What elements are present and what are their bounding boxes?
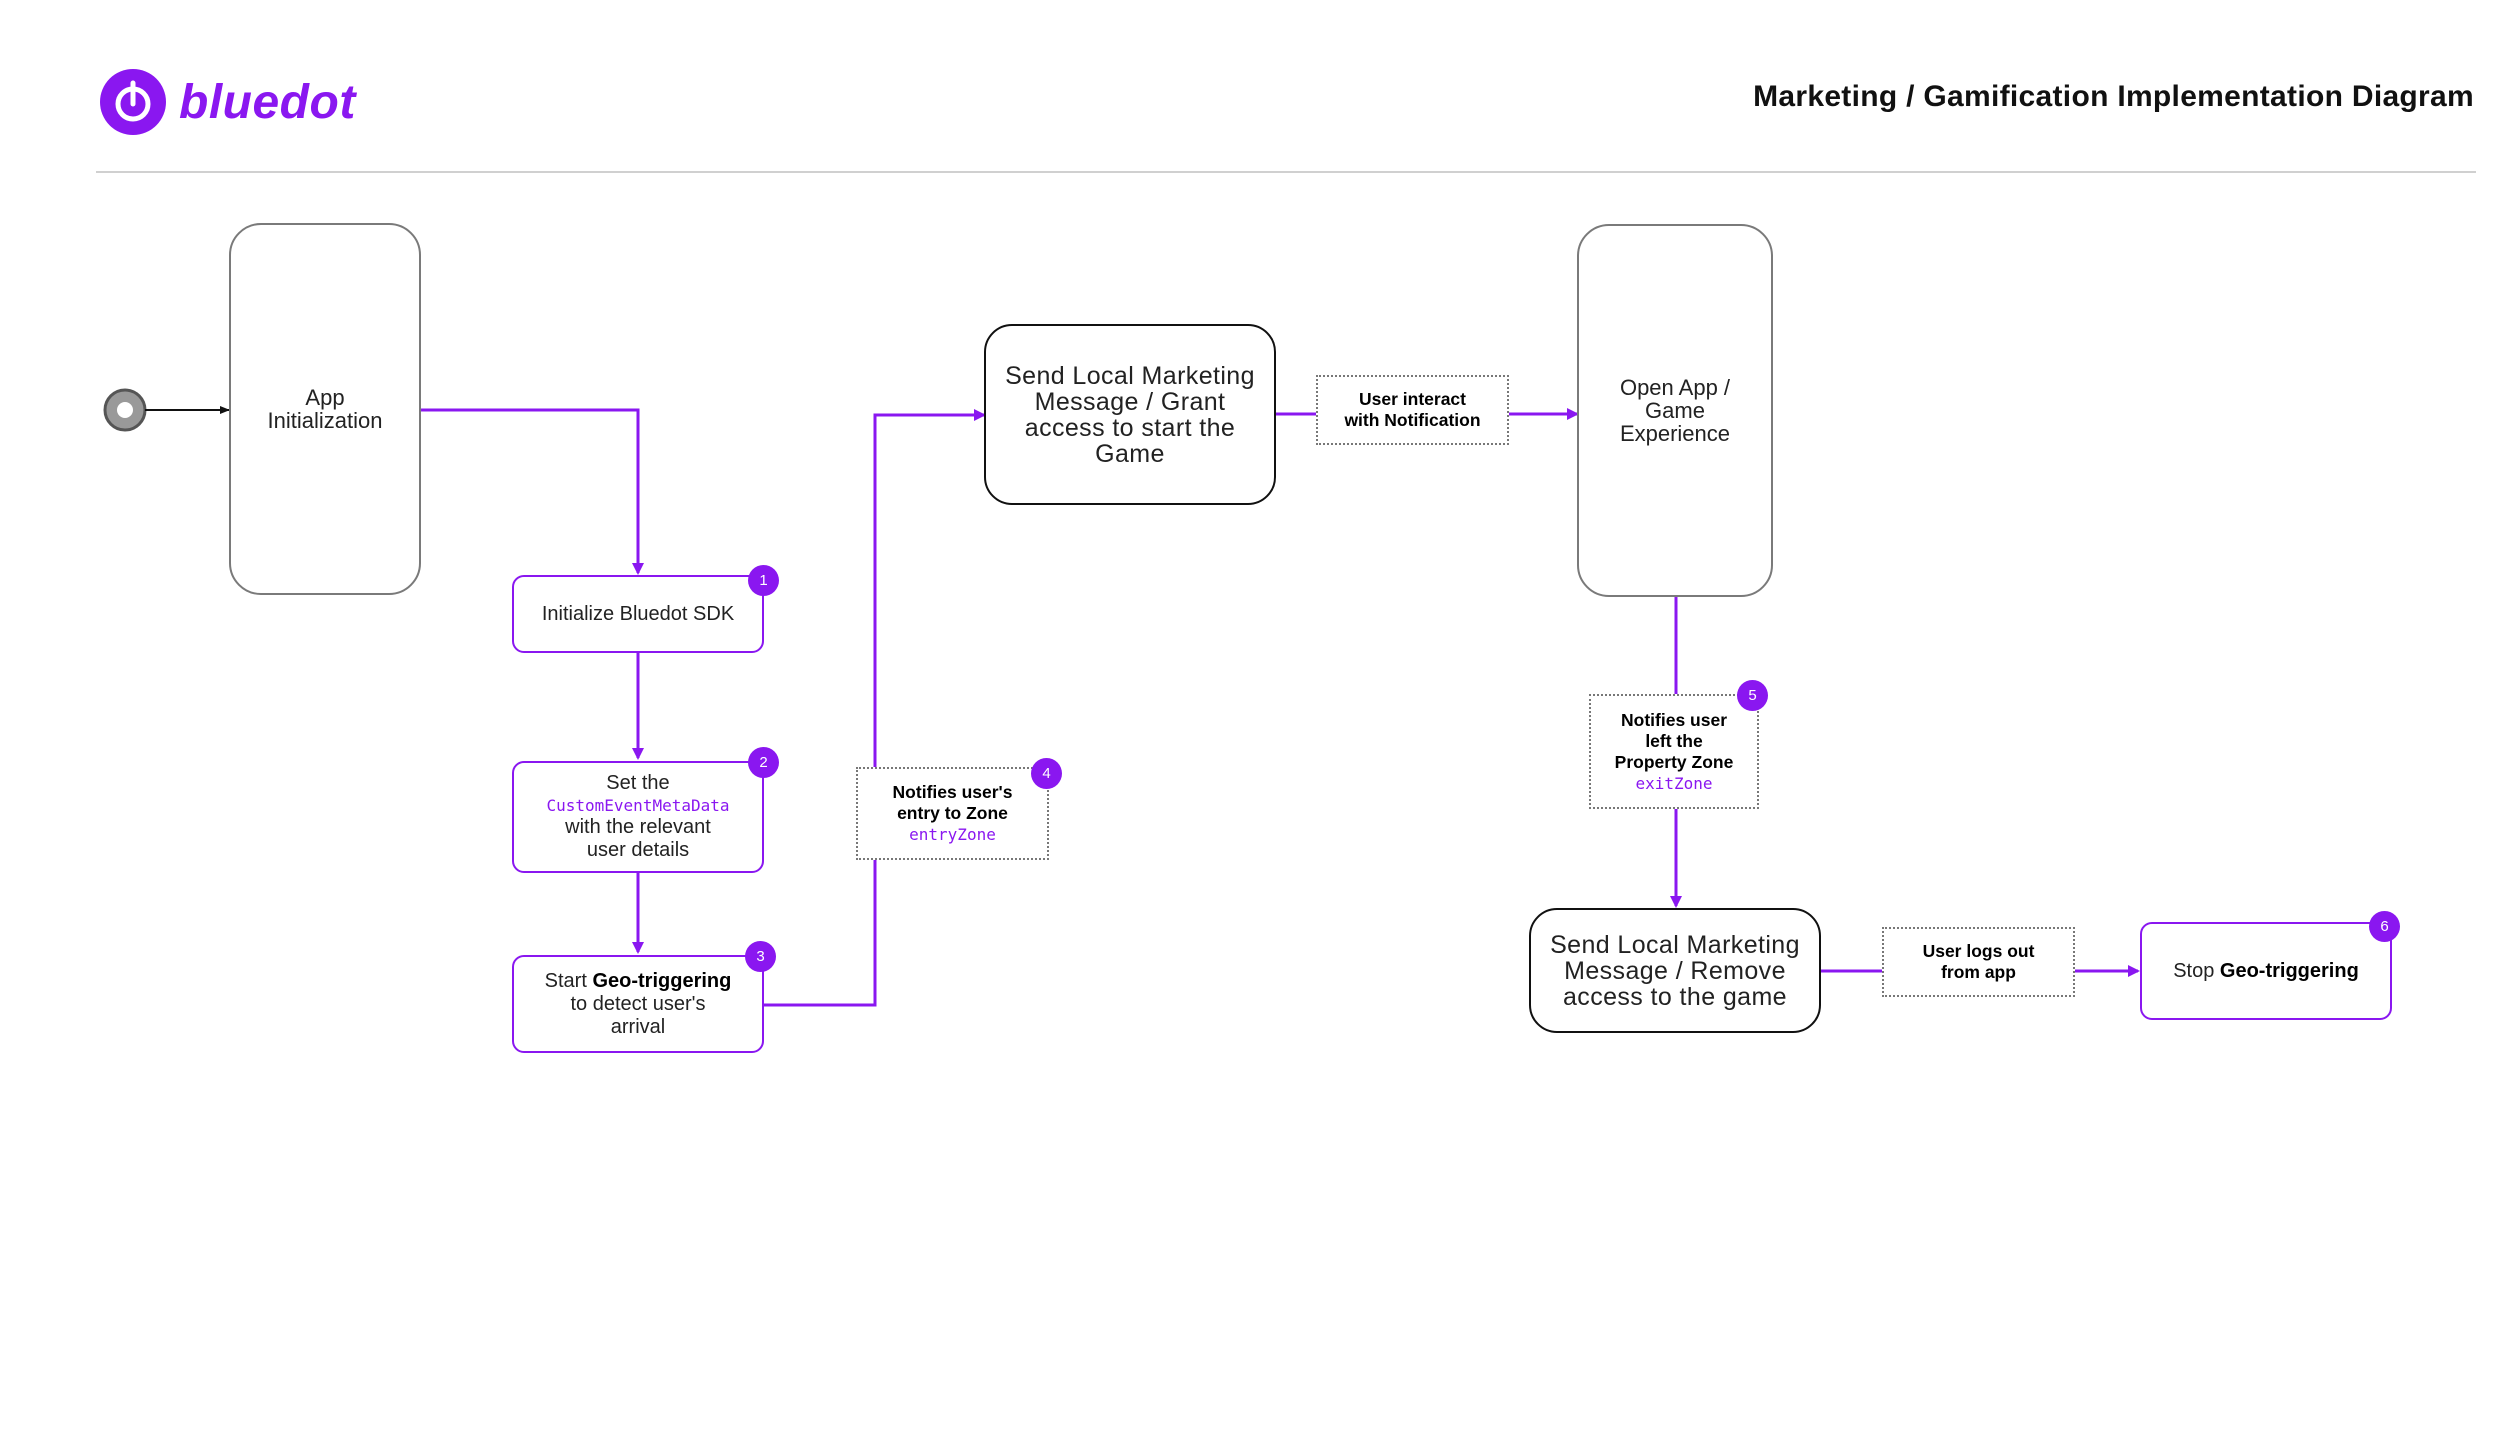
bluedot-logo-icon [100, 69, 166, 135]
entry-zone-code: entryZone [909, 825, 996, 844]
label-text: Notifies user's [892, 782, 1013, 802]
node-text: Message / Grant [1034, 387, 1226, 416]
step-badge-2: 2 [748, 747, 779, 778]
start-geotriggering-node: Start Geo-triggering to detect user's ar… [512, 955, 764, 1053]
stop-geotriggering-node: Stop Geo-triggering [2140, 922, 2392, 1020]
metadata-code: CustomEventMetaData [546, 796, 730, 815]
node-text: access to the game [1563, 982, 1787, 1011]
node-text: Stop Geo-triggering [2173, 959, 2359, 982]
label-text: Property Zone [1614, 751, 1734, 772]
node-text: arrival [610, 1015, 666, 1038]
bluedot-logo: bluedot [100, 69, 356, 135]
step-badge-4: 4 [1031, 758, 1062, 789]
logo-text: bluedot [179, 75, 356, 129]
label-text: with Notification [1344, 410, 1481, 430]
label-text: Notifies user [1621, 709, 1727, 730]
user-logs-out-label: User logs out from app [1882, 927, 2075, 997]
set-metadata-node: Set the CustomEventMetaData with the rel… [512, 761, 764, 873]
node-text: Start Geo-triggering [544, 969, 732, 992]
start-node-icon [103, 388, 147, 432]
step-badge-5: 5 [1737, 680, 1768, 711]
node-text: user details [586, 839, 690, 861]
node-text: to detect user's [570, 992, 706, 1015]
send-remove-node: Send Local Marketing Message / Remove ac… [1529, 908, 1821, 1033]
user-interact-label: User interact with Notification [1316, 375, 1509, 445]
label-text: User logs out [1922, 941, 2035, 961]
node-text: access to start the [1024, 413, 1236, 442]
label-text: entry to Zone [897, 803, 1008, 823]
exit-zone-code: exitZone [1635, 773, 1713, 793]
notify-entry-label: Notifies user's entry to Zone entryZone [856, 767, 1049, 860]
notify-exit-label: Notifies user left the Property Zone exi… [1589, 694, 1759, 809]
node-text: Set the [606, 772, 670, 794]
step-badge-1: 1 [748, 565, 779, 596]
page-title: Marketing / Gamification Implementation … [1753, 80, 2474, 113]
node-text: Game [1095, 439, 1165, 468]
node-text: Message / Remove [1564, 956, 1786, 985]
label-text: from app [1941, 962, 2016, 982]
send-grant-node: Send Local Marketing Message / Grant acc… [984, 324, 1276, 505]
label-text: User interact [1359, 389, 1466, 409]
node-text: Send Local Marketing [1005, 361, 1255, 390]
node-text: App [305, 385, 345, 410]
node-text: Game [1645, 398, 1705, 423]
node-text: Send Local Marketing [1550, 930, 1800, 959]
arrow-start-geo-to-send-grant [764, 409, 986, 1007]
app-initialization-node: App Initialization [229, 223, 421, 595]
step-badge-3: 3 [745, 941, 776, 972]
step-badge-6: 6 [2369, 911, 2400, 942]
node-text: Experience [1619, 421, 1731, 446]
node-text: Initialize Bluedot SDK [541, 602, 735, 625]
label-text: left the [1645, 730, 1703, 751]
node-text: Initialization [267, 408, 383, 433]
node-text: with the relevant [565, 816, 711, 838]
node-text: Open App / [1619, 375, 1731, 400]
arrow-app-init-to-init-sdk [421, 408, 644, 575]
open-app-node: Open App / Game Experience [1577, 224, 1773, 597]
header-divider [96, 171, 2476, 173]
initialize-sdk-node: Initialize Bluedot SDK [512, 575, 764, 653]
